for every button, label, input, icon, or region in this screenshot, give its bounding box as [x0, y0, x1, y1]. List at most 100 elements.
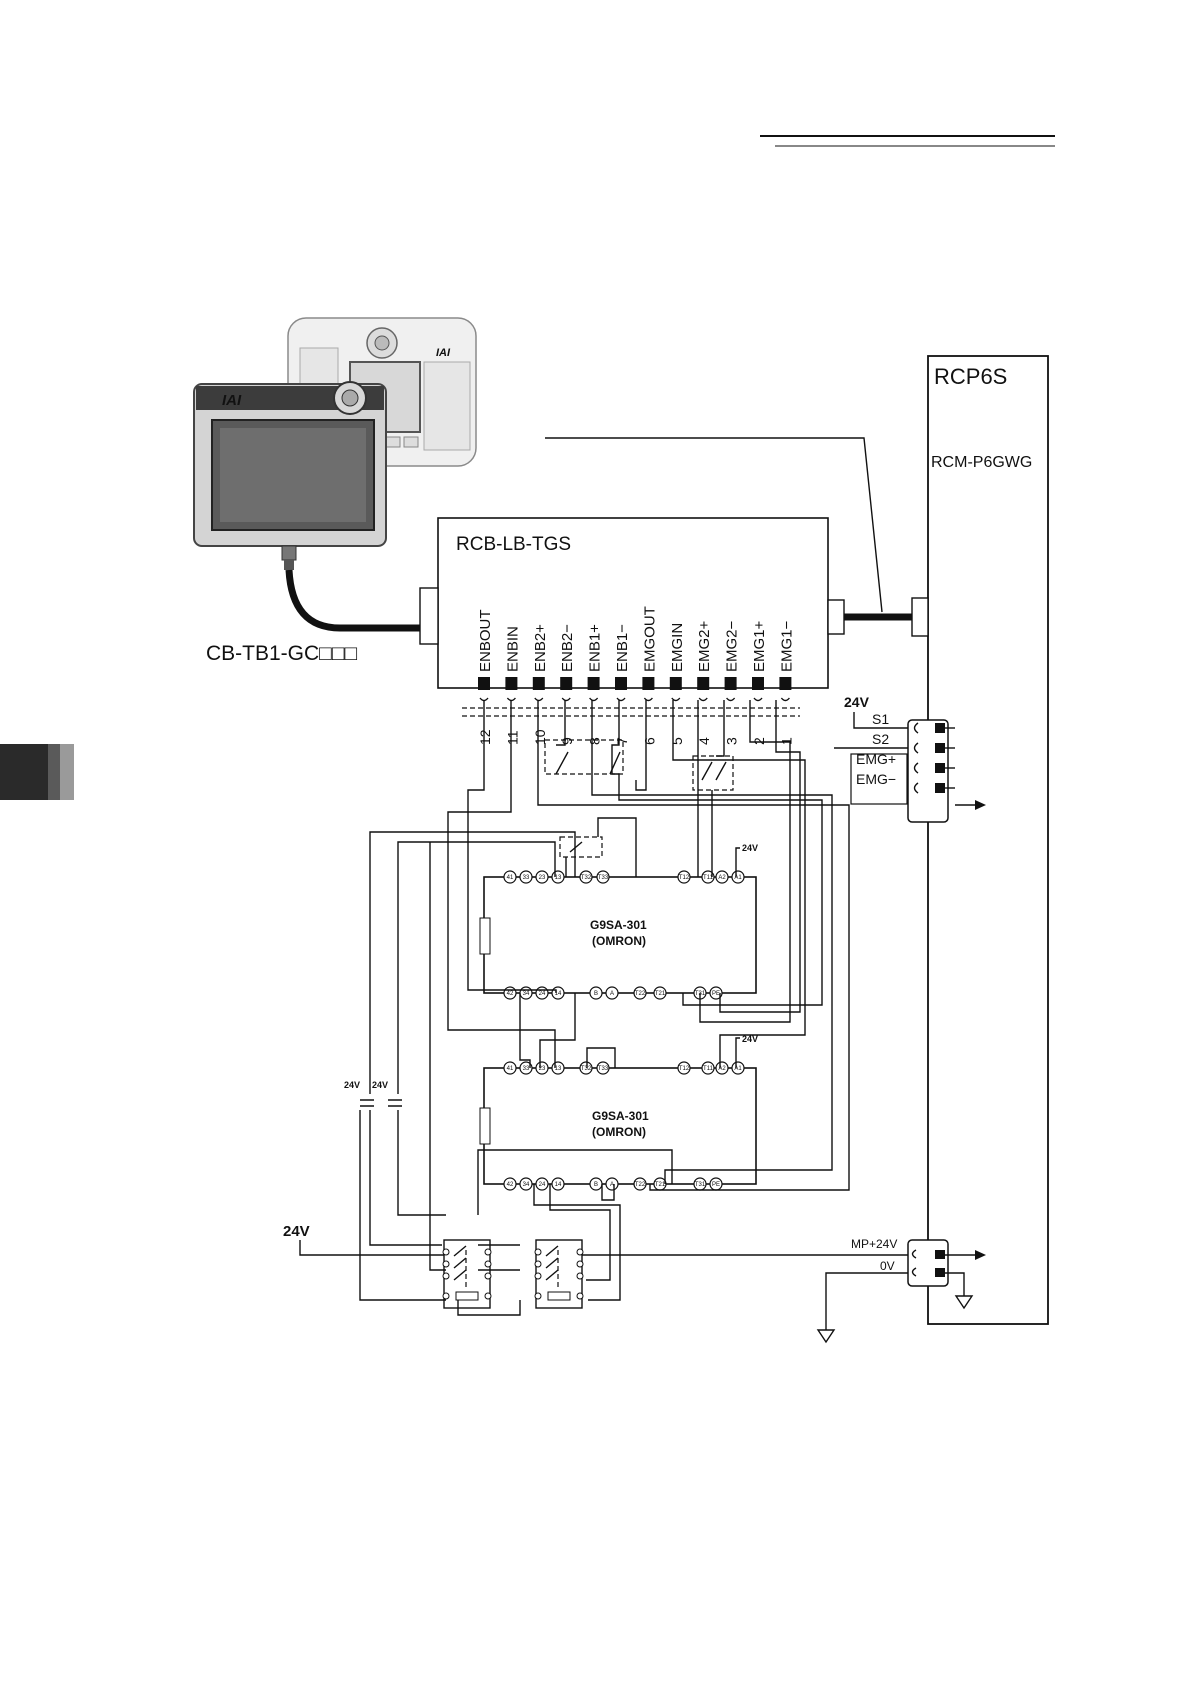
terminal-screw — [534, 697, 544, 702]
contactor-pin — [484, 1292, 492, 1300]
terminal-block — [615, 677, 627, 690]
box-label: RCB-LB-TGS — [456, 534, 571, 555]
box-terminal-label: EMGIN — [669, 623, 686, 672]
relay-terminal-label: 41 — [507, 1066, 514, 1072]
relay-terminal-label: A — [610, 1182, 614, 1188]
relay-terminal-label: 13 — [555, 875, 562, 881]
relay-terminal-label: T21 — [655, 1182, 666, 1188]
zero-v-label: 0V — [880, 1259, 895, 1273]
connector-block — [935, 783, 945, 793]
controller-signal-label: S1 — [872, 711, 889, 727]
relay-terminal-label: T33 — [598, 1066, 609, 1072]
terminal-block — [532, 677, 545, 690]
contactor-pin — [442, 1292, 450, 1300]
pin-number: 5 — [669, 737, 685, 745]
relay-terminal-label: B — [594, 991, 598, 997]
relay-terminal — [535, 1177, 549, 1191]
connector-pin — [913, 782, 919, 794]
box-terminal-label: ENB2− — [559, 624, 576, 672]
pin-number: 10 — [532, 729, 548, 745]
relay-terminal-label: 33 — [523, 1066, 530, 1072]
contactor-pin — [576, 1260, 584, 1268]
box-terminal-label: ENB1+ — [587, 624, 604, 672]
relay-terminal — [503, 1061, 517, 1075]
pin-number: 8 — [587, 737, 603, 745]
box-terminal-label: ENBIN — [504, 626, 521, 672]
box-terminal-label: ENB2+ — [532, 624, 549, 672]
box-terminal-label: ENBOUT — [477, 609, 494, 672]
relay2-name: G9SA-301 — [592, 1109, 649, 1123]
relay-terminal — [731, 1061, 745, 1075]
relay-terminal — [503, 1177, 517, 1191]
contactor-switch — [453, 1269, 467, 1281]
relay-terminal-label: 34 — [523, 1182, 530, 1188]
svg-text:IAI: IAI — [436, 347, 451, 359]
relay-terminal-label: T21 — [655, 991, 666, 997]
terminal-block — [560, 677, 573, 690]
relay-terminal-label: PE — [712, 1182, 720, 1188]
box-terminal-label: EMG1+ — [751, 620, 768, 672]
relay-terminal — [701, 1061, 715, 1075]
relay-1: G9SA-301 (OMRON) — [479, 876, 757, 994]
terminal-block — [669, 677, 682, 690]
relay-terminal — [715, 1061, 729, 1075]
controller-label: RCP6S — [934, 364, 1007, 389]
terminal-screw — [589, 697, 599, 702]
box-terminal-group: ENBOUT12ENBIN11ENB2+10ENB2−9ENB1+8ENB1−7… — [477, 606, 795, 745]
relay1-maker: (OMRON) — [592, 934, 646, 948]
mp24-label: MP+24V — [851, 1237, 897, 1251]
relay-terminal — [605, 1177, 619, 1191]
box-terminal-label: EMG2− — [724, 620, 741, 672]
v24-left-a-label: 24V — [344, 1080, 360, 1090]
ground-symbol — [816, 1329, 836, 1344]
relay-terminal — [596, 870, 610, 884]
connector-block — [935, 763, 945, 773]
terminal-screw — [753, 697, 763, 702]
terminal-block — [752, 677, 764, 690]
relay-terminal — [677, 870, 691, 884]
terminal-block — [697, 677, 710, 690]
terminal-screw — [643, 697, 653, 702]
box-terminal-label: ENB1− — [614, 624, 631, 672]
teaching-pendant-image: IAI IAI — [193, 317, 477, 570]
relay-terminal — [535, 870, 549, 884]
power-connector — [907, 1239, 986, 1310]
relay2-link — [586, 1047, 616, 1201]
relay-terminal-label: 23 — [539, 875, 546, 881]
emg-minus-arrow-head — [975, 800, 986, 810]
contactor-pin — [576, 1292, 584, 1300]
relay-terminal-label: T12 — [679, 1066, 690, 1072]
pin-number: 6 — [641, 737, 657, 745]
svg-text:IAI: IAI — [222, 392, 242, 409]
contactor-switch — [545, 1257, 559, 1269]
relay-terminal-label: T32 — [581, 875, 592, 881]
box-terminal-label: EMG1− — [778, 620, 795, 672]
relay-terminal-label: 24 — [539, 991, 546, 997]
pin-number: 12 — [477, 729, 493, 745]
connector-pin — [913, 742, 919, 754]
relay-terminal-label: A2 — [718, 875, 726, 881]
terminal-screw — [671, 697, 681, 702]
relay-terminal-label: 24 — [539, 1182, 546, 1188]
relay-terminal — [653, 986, 667, 1000]
controller-signal-label: EMG+ — [856, 751, 896, 767]
contactor-pin — [442, 1248, 450, 1256]
terminal-block — [587, 677, 600, 690]
relay1-name: G9SA-301 — [590, 918, 647, 932]
connector-pin — [913, 762, 919, 774]
relay-terminal — [633, 986, 647, 1000]
main-24v-wire — [299, 1240, 444, 1256]
v24-to-s1-wire — [853, 712, 908, 729]
contactor-coil — [547, 1291, 571, 1301]
contactor-switch — [545, 1245, 559, 1257]
terminal-block — [505, 677, 518, 690]
terminal-block — [724, 677, 737, 690]
relay-terminal-label: T31 — [695, 1182, 706, 1188]
relay-terminal-label: T22 — [635, 1182, 646, 1188]
pin-number: 9 — [559, 737, 575, 745]
relay-terminal-label: PE — [712, 991, 720, 997]
relay1-supply-wire — [735, 847, 740, 877]
contactor-pin — [534, 1260, 542, 1268]
relay-terminal-label: B — [594, 1182, 598, 1188]
